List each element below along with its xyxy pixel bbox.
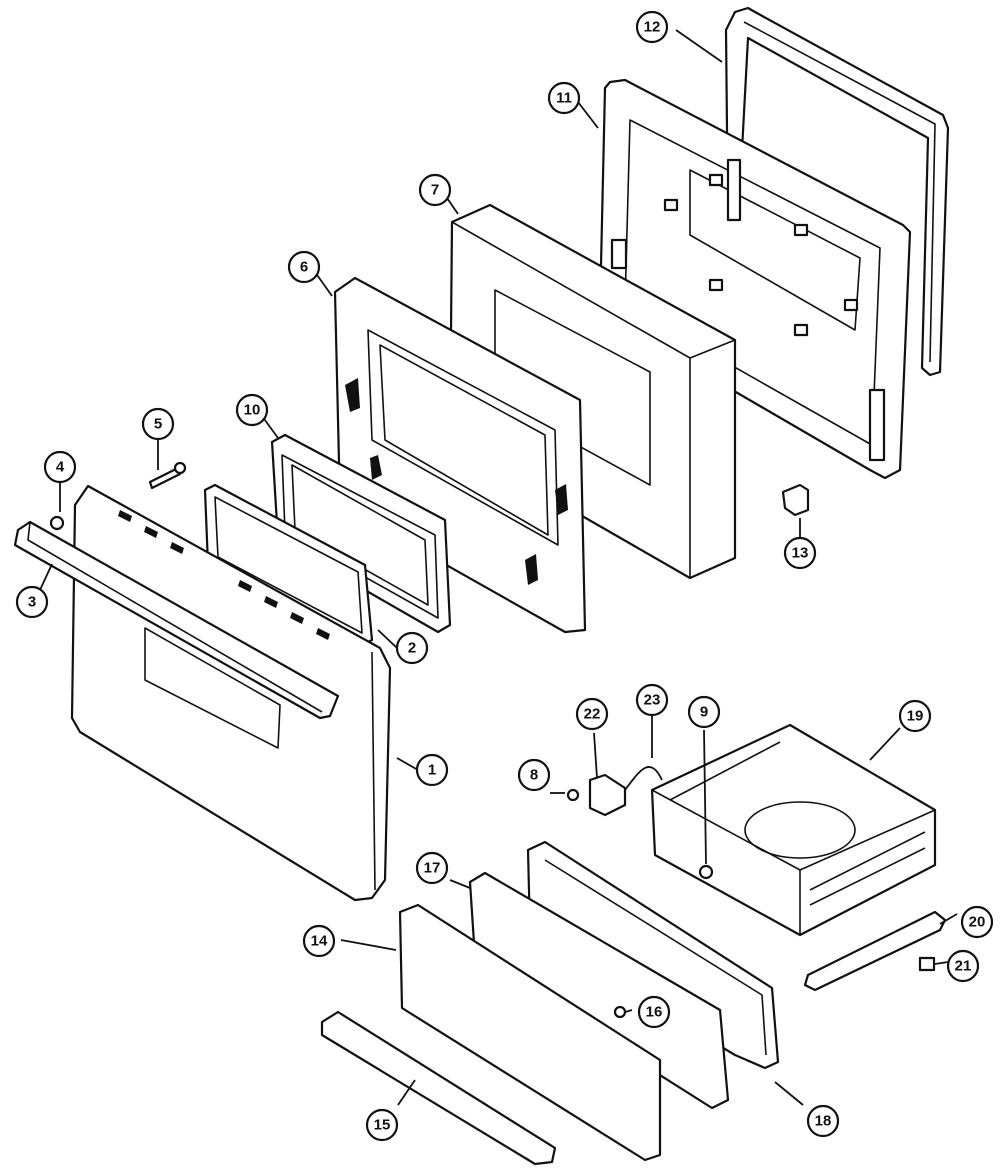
callout-1: 1	[415, 753, 449, 787]
svg-text:19: 19	[907, 708, 924, 725]
part-bracket	[588, 773, 627, 817]
part-nut	[49, 515, 65, 531]
part-door-handle	[13, 520, 340, 720]
callout-23: 23	[635, 683, 669, 717]
part-pin	[698, 864, 714, 880]
svg-text:5: 5	[154, 416, 162, 433]
svg-text:12: 12	[644, 19, 661, 36]
svg-text:11: 11	[556, 90, 572, 107]
svg-text:23: 23	[644, 692, 661, 709]
svg-text:17: 17	[424, 860, 441, 877]
part-clip	[781, 483, 810, 517]
svg-text:10: 10	[244, 402, 261, 419]
callout-20: 20	[960, 905, 994, 939]
callout-12: 12	[635, 10, 669, 44]
part-drawer-front	[398, 903, 662, 1162]
part-drawer-nut	[566, 788, 580, 802]
part-wire	[624, 766, 663, 791]
svg-text:4: 4	[56, 459, 65, 476]
part-drawer-rail	[803, 910, 947, 992]
callout-14: 14	[302, 924, 336, 958]
callout-17: 17	[415, 851, 449, 885]
svg-text:6: 6	[300, 259, 308, 276]
svg-text:8: 8	[530, 767, 538, 784]
svg-text:7: 7	[431, 182, 439, 199]
svg-text:15: 15	[374, 1117, 391, 1134]
callout-7: 7	[418, 173, 452, 207]
svg-text:18: 18	[815, 1113, 832, 1130]
part-inner-door-panel	[598, 78, 912, 480]
callout-16: 16	[637, 995, 671, 1029]
svg-text:14: 14	[311, 933, 328, 950]
callout-13: 13	[783, 536, 817, 570]
part-screw	[148, 461, 187, 490]
callout-2: 2	[395, 631, 429, 665]
part-drawer-screw	[613, 1005, 627, 1019]
callout-6: 6	[287, 250, 321, 284]
svg-text:2: 2	[408, 640, 416, 657]
callout-9: 9	[687, 695, 721, 729]
svg-text:16: 16	[646, 1004, 663, 1021]
leader-lines	[39, 29, 958, 1106]
part-drawer-chassis	[650, 723, 937, 937]
svg-text:1: 1	[428, 762, 436, 779]
callout-5: 5	[141, 407, 175, 441]
svg-text:22: 22	[584, 706, 601, 723]
svg-text:13: 13	[792, 545, 809, 562]
svg-text:20: 20	[969, 914, 986, 931]
svg-text:3: 3	[28, 594, 36, 611]
part-rail-clip	[918, 956, 936, 972]
callout-4: 4	[43, 450, 77, 484]
callout-10: 10	[235, 393, 269, 427]
callout-19: 19	[898, 699, 932, 733]
callout-8: 8	[517, 758, 551, 792]
callout-21: 21	[946, 949, 980, 983]
svg-text:9: 9	[700, 704, 708, 721]
part-drawer-trim	[320, 1010, 557, 1166]
callout-22: 22	[575, 697, 609, 731]
callout-3: 3	[15, 585, 49, 619]
callout-18: 18	[806, 1104, 840, 1138]
callout-11: 11	[547, 81, 581, 115]
svg-text:21: 21	[955, 958, 972, 975]
callout-15: 15	[365, 1108, 399, 1142]
